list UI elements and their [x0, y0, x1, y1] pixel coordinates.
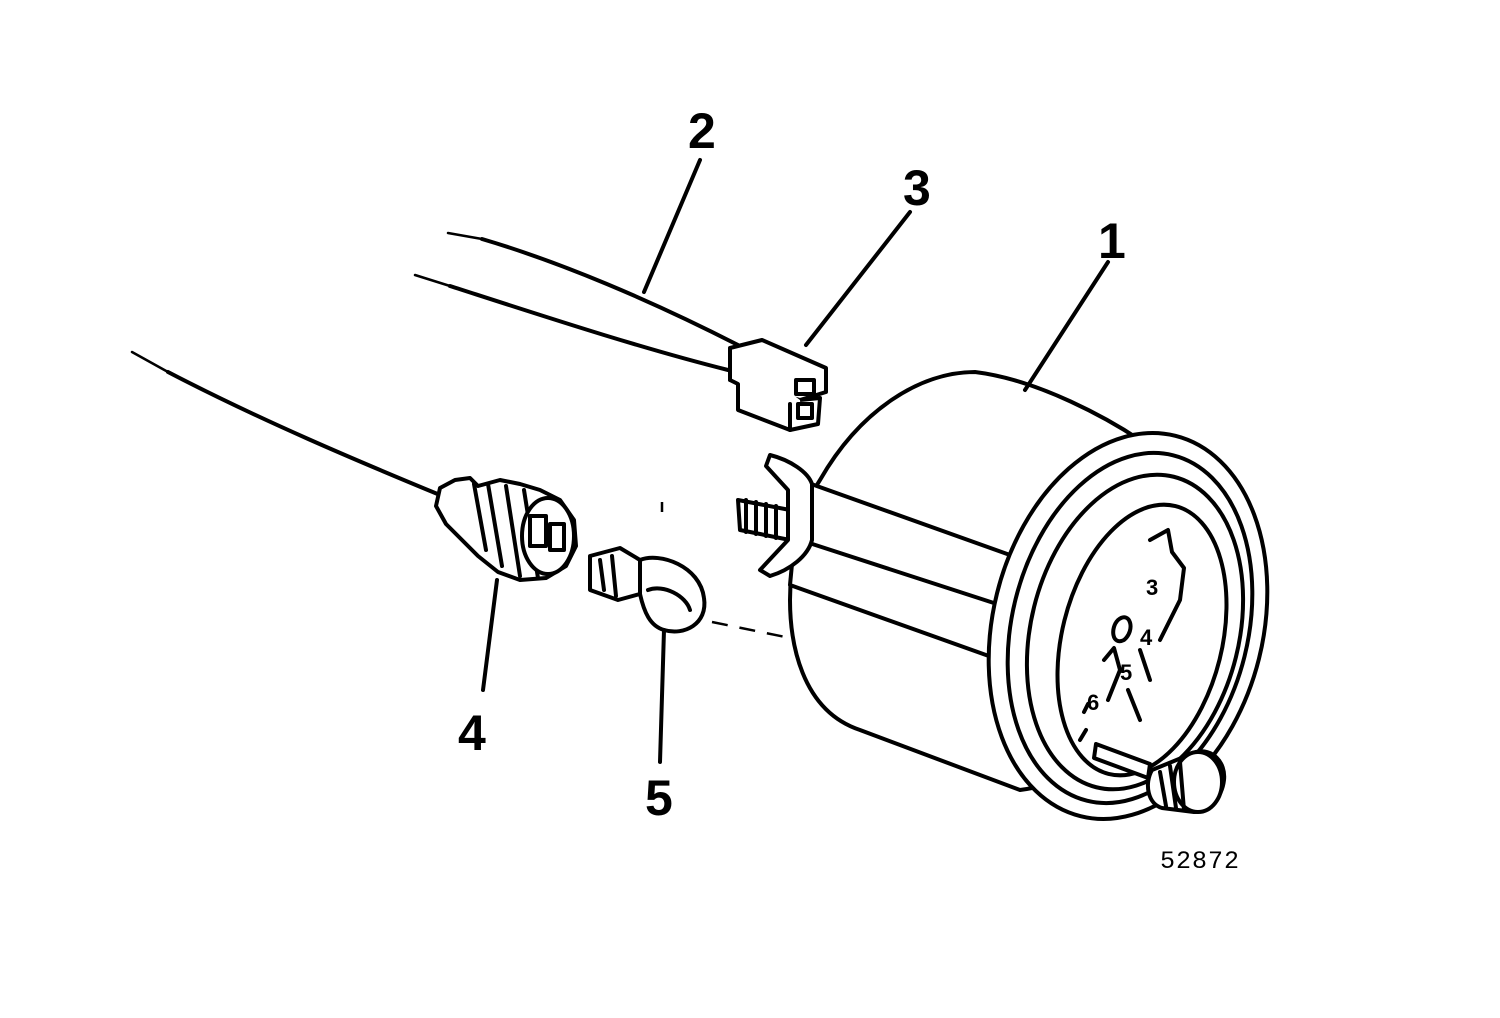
connector-plug — [728, 338, 828, 432]
dial-mark-4: 4 — [1140, 625, 1153, 650]
callout-5: 5 — [645, 770, 673, 826]
callout-3: 3 — [903, 160, 931, 216]
callout-2: 2 — [688, 103, 716, 159]
leader-lines — [481, 158, 1110, 764]
alignment-line — [660, 502, 801, 642]
bulb — [588, 546, 707, 634]
bulb-holder — [130, 350, 578, 582]
gauge — [736, 370, 1270, 821]
dial-mark-5: 5 — [1120, 660, 1132, 685]
callout-4: 4 — [458, 705, 486, 761]
callout-1: 1 — [1098, 213, 1126, 269]
figure-number: 52872 — [1160, 847, 1240, 876]
dial-mark-3: 3 — [1146, 575, 1158, 600]
wire-lead — [413, 231, 740, 372]
dial-mark-6: 6 — [1087, 690, 1099, 715]
